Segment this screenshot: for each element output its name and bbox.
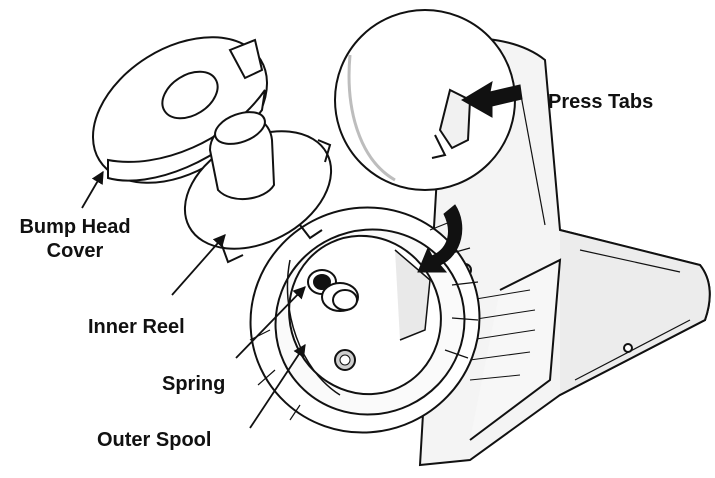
inner-reel <box>183 111 333 264</box>
leader-spring <box>235 286 306 359</box>
leader-bump-head-cover <box>81 170 104 209</box>
label-bump-head-cover-line1: Bump Head <box>19 216 131 238</box>
leader-outer-spool <box>249 343 306 429</box>
outer-spool <box>249 206 481 434</box>
label-bump-head-cover: Bump Head Cover <box>2 215 148 263</box>
press-arrows <box>417 80 523 273</box>
label-spring: Spring <box>162 373 226 395</box>
label-bump-head-cover-line2: Cover <box>46 240 104 262</box>
leader-lines <box>81 170 306 429</box>
label-press-tabs: Press Tabs <box>548 91 654 113</box>
label-outer-spool: Outer Spool <box>97 429 212 451</box>
leader-inner-reel <box>171 234 226 296</box>
label-inner-reel: Inner Reel <box>88 316 185 338</box>
tab-detail-zoom <box>334 9 516 191</box>
